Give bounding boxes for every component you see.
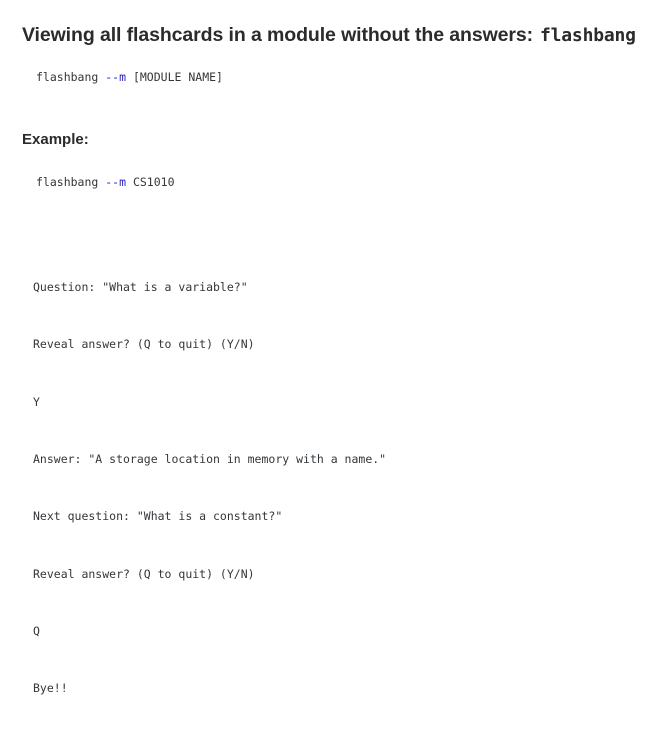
output-line: Answer: "A storage location in memory wi… [33, 452, 387, 467]
terminal-output-block: Question: "What is a variable?" Reveal a… [33, 240, 386, 736]
output-line: Reveal answer? (Q to quit) (Y/N) [33, 566, 255, 581]
usage-argument: [MODULE NAME] [126, 70, 223, 84]
page-title-command: flashbang [540, 25, 636, 47]
page-title: Viewing all flashcards in a module witho… [22, 24, 636, 47]
output-line: Question: "What is a variable?" [33, 280, 248, 295]
output-line: Next question: "What is a constant?" [33, 509, 283, 524]
output-line: Y [33, 394, 40, 409]
section-heading-example: Example: [22, 131, 89, 149]
page-title-text: Viewing all flashcards in a module witho… [22, 24, 534, 47]
example-code-block: flashbang --m CS1010 [36, 174, 175, 191]
output-line: Reveal answer? (Q to quit) (Y/N) [33, 337, 255, 352]
usage-code-block: flashbang --m [MODULE NAME] [36, 69, 223, 86]
document-page: Viewing all flashcards in a module witho… [22, 24, 636, 695]
example-argument: CS1010 [126, 175, 175, 189]
usage-flag: --m [105, 70, 127, 84]
usage-command: flashbang [36, 70, 106, 84]
example-flag: --m [105, 175, 127, 189]
output-line: Bye!! [33, 681, 68, 696]
output-line: Q [33, 623, 40, 638]
example-command: flashbang [36, 175, 106, 189]
